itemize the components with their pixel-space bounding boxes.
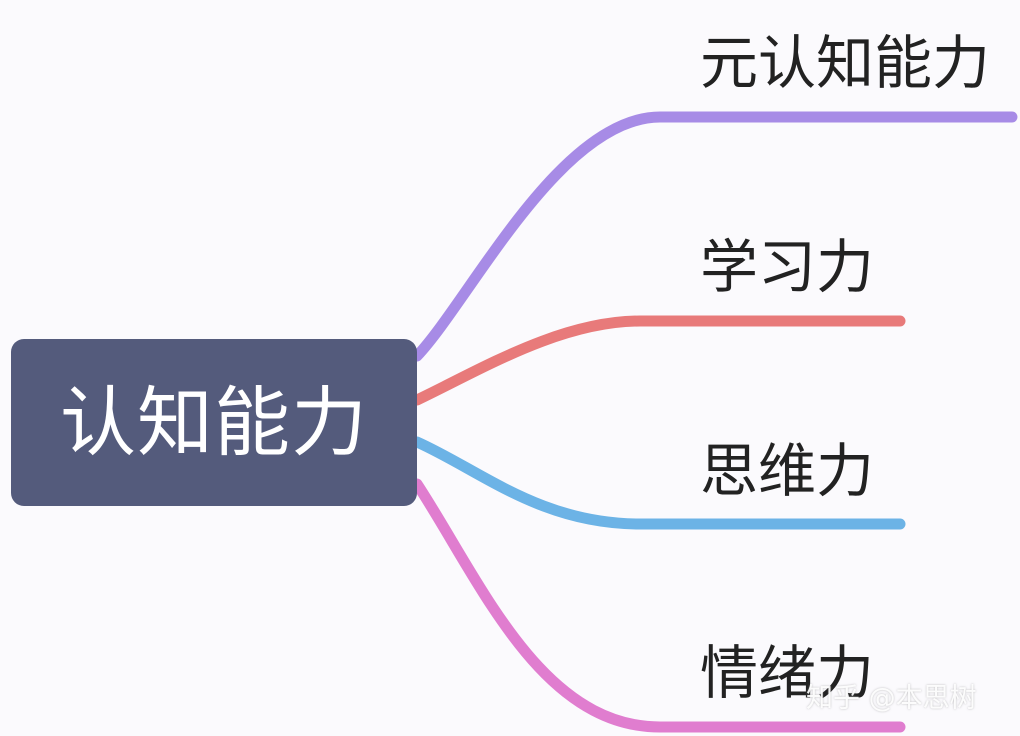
branch-connector-learning (411, 315, 906, 406)
branch-label-thinking: 思维力 (700, 437, 875, 505)
branch-label-metacognition: 元认知能力 (700, 29, 991, 97)
branch-connector-emotion (411, 478, 906, 733)
watermark: 知乎 @本思树 (806, 683, 977, 714)
branch-connector-thinking (411, 436, 906, 530)
central-topic-label: 认知能力 (60, 377, 368, 467)
branch-label-emotion: 情绪力 (700, 639, 875, 707)
branch-connector-metacognition (411, 111, 1018, 362)
branch-label-learning: 学习力 (700, 233, 875, 301)
central-topic-node: 认知能力 (11, 339, 417, 506)
